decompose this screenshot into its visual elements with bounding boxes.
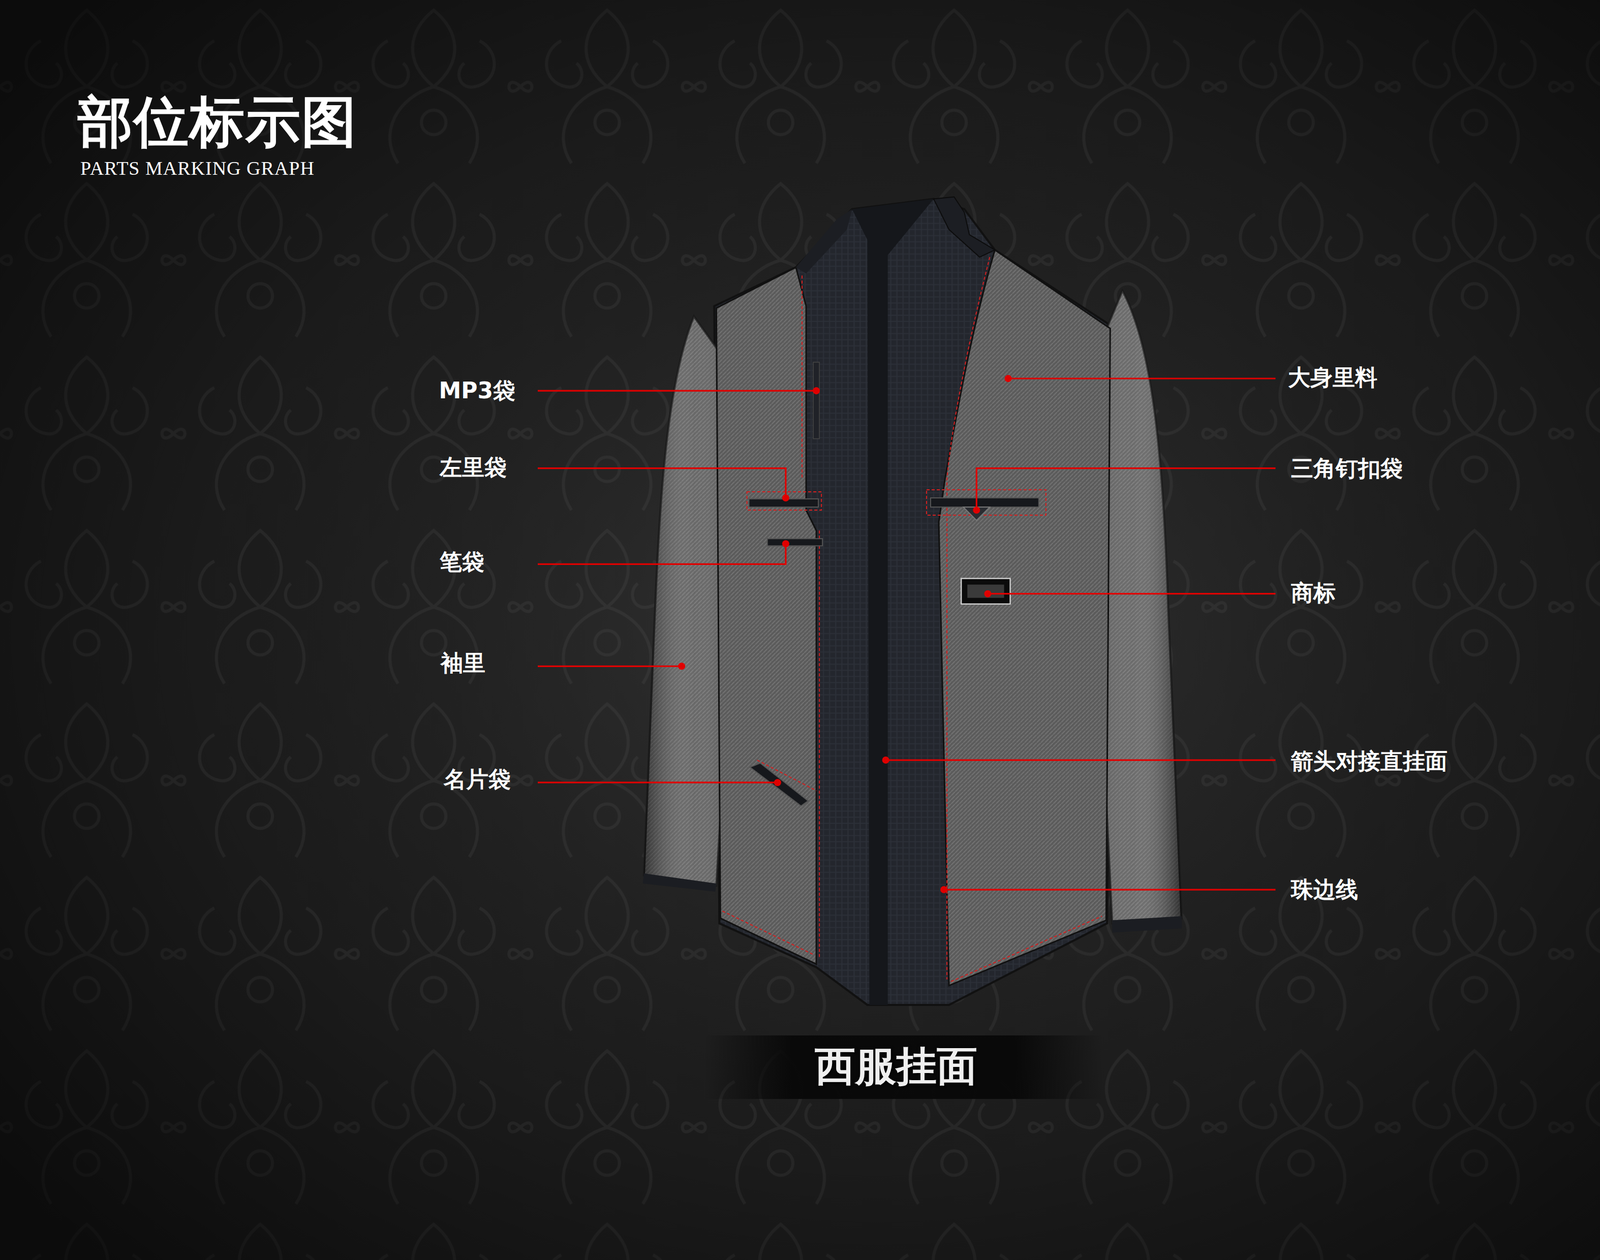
- part-label: 三角钉扣袋: [1290, 453, 1403, 484]
- caption: 西服挂面: [814, 1039, 978, 1095]
- part-label: 左里袋: [439, 452, 507, 483]
- page-title: 部位标示图: [77, 85, 358, 160]
- subtitle: PARTS MARKING GRAPH: [80, 157, 315, 180]
- part-label: 商标: [1290, 577, 1336, 608]
- part-label: 箭头对接直挂面: [1290, 746, 1448, 777]
- part-label: 珠边线: [1290, 874, 1359, 905]
- part-label: 袖里: [440, 648, 486, 679]
- part-label: 名片袋: [443, 764, 511, 795]
- part-label: 大身里料: [1287, 362, 1378, 393]
- part-label: MP3袋: [438, 376, 516, 407]
- part-label: 笔袋: [439, 547, 485, 578]
